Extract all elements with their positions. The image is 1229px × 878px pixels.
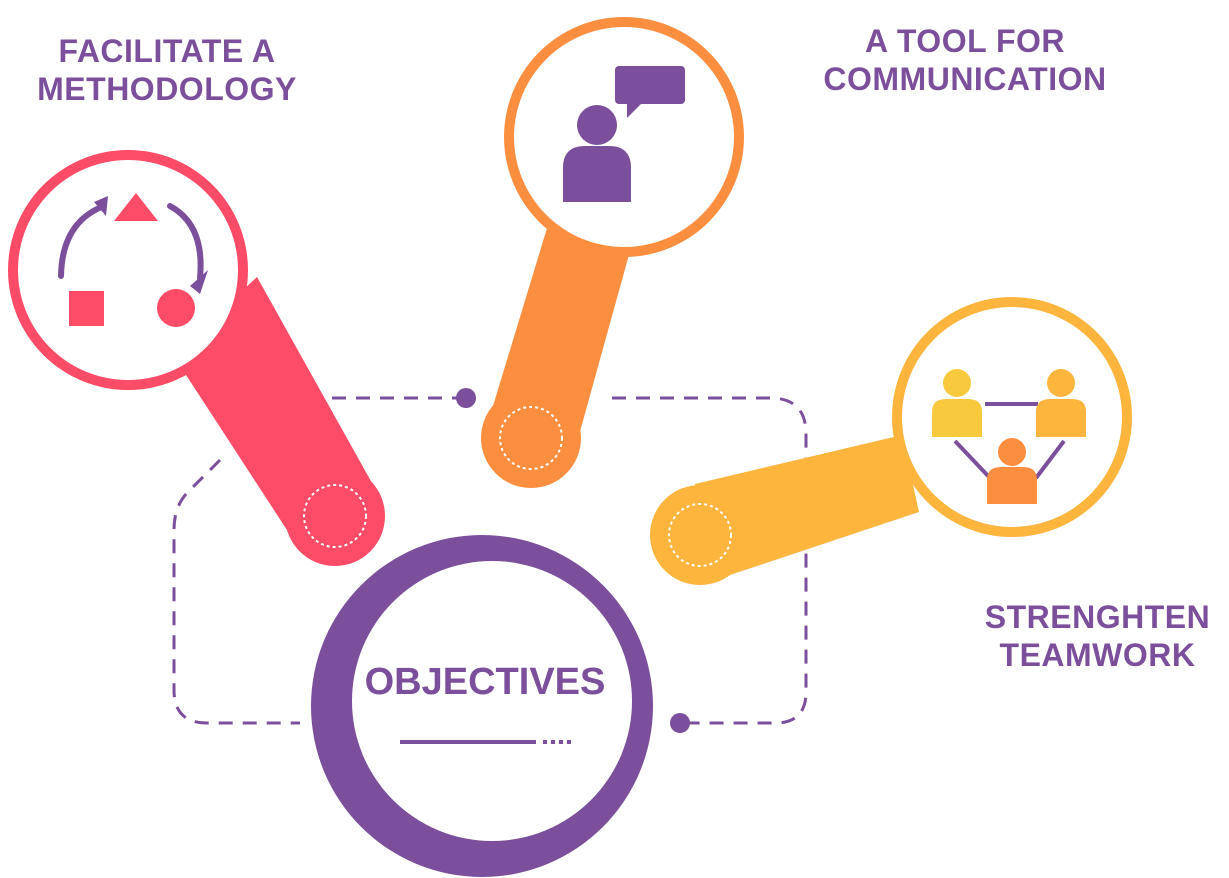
teamwork-pin-knob: [650, 485, 750, 585]
label-strengthen-teamwork: STRENGHTEN TEAMWORK: [960, 598, 1229, 674]
label-line-1: A TOOL FOR: [865, 23, 1065, 59]
objectives-title: OBJECTIVES: [364, 661, 606, 703]
team-network-icon: [932, 369, 1086, 504]
methodology-pin-knob: [285, 466, 385, 566]
communication-pin-knob: [481, 388, 581, 488]
person-speech-icon: [563, 66, 685, 202]
label-line-2: COMMUNICATION: [823, 61, 1107, 97]
teamwork-pin-stem: [695, 435, 919, 585]
communication-pin: [481, 17, 744, 488]
objectives-underline-dots: [543, 740, 571, 744]
communication-knob-ring: [499, 406, 563, 470]
objectives-ring: [311, 535, 653, 877]
dashed-connectors: [172, 396, 808, 725]
methodology-pin: [8, 150, 385, 566]
objectives-ring-inner: [352, 561, 632, 841]
label-tool-communication: A TOOL FOR COMMUNICATION: [790, 22, 1140, 98]
label-line-2: TEAMWORK: [999, 637, 1196, 673]
label-facilitate-methodology: FACILITATE A METHODOLOGY: [12, 32, 322, 108]
label-line-1: FACILITATE A: [58, 33, 276, 69]
connector-top-right: [612, 396, 808, 725]
teamwork-pin: [650, 297, 1132, 585]
connector-left: [172, 458, 300, 725]
connector-dot-top: [456, 388, 476, 408]
methodology-pin-inner: [18, 160, 238, 380]
cycle-shapes-icon: [58, 193, 208, 327]
label-line-2: METHODOLOGY: [37, 71, 297, 107]
label-line-1: STRENGHTEN: [984, 599, 1211, 635]
communication-pin-inner: [514, 27, 734, 247]
communication-pin-stem: [486, 215, 640, 446]
connector-dot-bottom: [670, 713, 690, 733]
teamwork-pin-inner: [902, 307, 1122, 527]
methodology-knob-ring: [303, 484, 367, 548]
teamwork-knob-ring: [668, 503, 732, 567]
